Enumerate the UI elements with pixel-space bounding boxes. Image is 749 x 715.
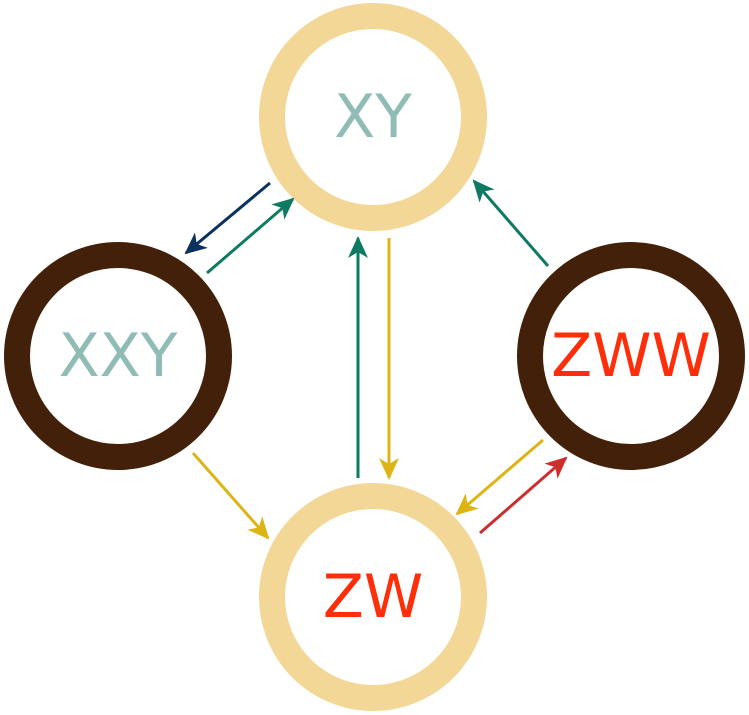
- arrow-xy-to-xxy: [184, 181, 271, 255]
- node-label-zww: ZWW: [551, 321, 711, 391]
- arrow-zww-to-zw: [455, 438, 544, 516]
- node-ring-zw: [259, 483, 487, 711]
- arrow-zw-to-zww: [479, 456, 568, 535]
- node-ring-xxy: [4, 242, 232, 470]
- node-label-xy: XY: [334, 82, 412, 152]
- node-label-zw: ZW: [323, 562, 423, 632]
- node-label-xxy: XXY: [59, 321, 178, 391]
- arrow-xxy-to-xy: [206, 197, 295, 275]
- node-ring-zww: [517, 242, 745, 470]
- node-ring-xy: [259, 3, 487, 231]
- arrow-zww-to-xy: [472, 179, 550, 267]
- arrow-xxy-to-zw: [191, 452, 270, 540]
- arrow-layer: [184, 179, 568, 540]
